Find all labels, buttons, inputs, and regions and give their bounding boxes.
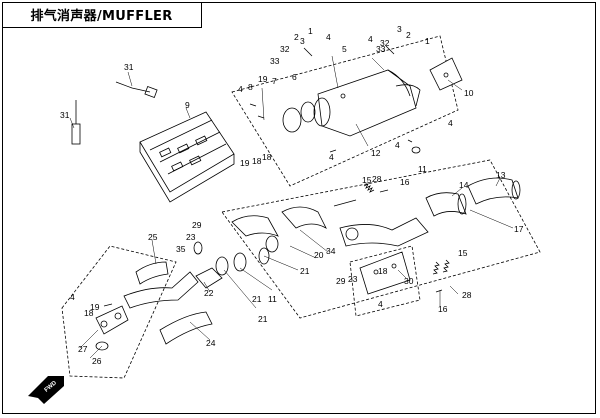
callout-12: 12	[371, 148, 381, 158]
callout-24: 24	[206, 338, 216, 348]
callout-2: 2	[294, 32, 299, 42]
callout-18: 18	[84, 308, 94, 318]
callout-4: 4	[329, 152, 334, 162]
callout-labels: 1 1 2 2 3 3 4 4 4 4 4 4 4 4 5 6 7 8 9 10…	[60, 24, 524, 366]
pipe-gasket	[215, 256, 229, 276]
callout-27: 27	[78, 344, 88, 354]
callout-15: 15	[362, 175, 372, 185]
callout-15: 15	[458, 248, 468, 258]
heat-shield	[139, 111, 235, 203]
grommet	[411, 146, 421, 154]
callout-3: 3	[300, 36, 305, 46]
callout-33: 33	[270, 56, 280, 66]
callout-23: 23	[186, 232, 196, 242]
callout-30: 30	[404, 276, 414, 286]
callout-7: 7	[272, 76, 277, 86]
collector-pipe	[333, 199, 429, 247]
callout-4: 4	[395, 140, 400, 150]
callout-10: 10	[464, 88, 474, 98]
header-flange	[95, 305, 129, 351]
callout-29: 29	[192, 220, 202, 230]
callout-4: 4	[238, 84, 243, 94]
header-pipes	[123, 261, 223, 345]
callout-31: 31	[60, 110, 70, 120]
pipe-gasket	[258, 247, 270, 265]
header-group-outline	[61, 245, 177, 379]
callout-8: 8	[248, 82, 253, 92]
callout-29: 29	[336, 276, 346, 286]
callout-26: 26	[92, 356, 102, 366]
bracket-plate	[359, 251, 411, 295]
callout-3: 3	[397, 24, 402, 34]
callout-19: 19	[90, 302, 100, 312]
callout-32: 32	[380, 38, 390, 48]
callout-1: 1	[425, 36, 430, 46]
muffler-body	[313, 69, 421, 137]
callout-23: 23	[348, 274, 358, 284]
callout-18: 18	[378, 266, 388, 276]
callout-5: 5	[342, 44, 347, 54]
callout-18: 18	[262, 152, 272, 162]
callout-17: 17	[514, 224, 524, 234]
callout-6: 6	[292, 72, 297, 82]
callout-4: 4	[326, 32, 331, 42]
callout-16: 16	[400, 177, 410, 187]
pipe-gasket	[233, 252, 247, 272]
callout-14: 14	[459, 180, 469, 190]
diagram-title: 排气消声器/MUFFLER	[30, 9, 173, 24]
callout-4: 4	[448, 118, 453, 128]
muffler-group-outline	[231, 35, 459, 187]
callout-4: 4	[70, 292, 75, 302]
pipe-group-outline	[221, 159, 541, 319]
middle-pipes	[425, 177, 521, 217]
gasket-ring	[282, 107, 302, 133]
callout-11: 11	[268, 294, 277, 304]
spring	[432, 261, 440, 275]
callout-31: 31	[124, 62, 134, 72]
callout-1: 1	[308, 26, 313, 36]
leader-lines	[69, 55, 514, 359]
callout-18: 18	[252, 156, 262, 166]
callout-9: 9	[185, 100, 190, 110]
callout-28: 28	[462, 290, 472, 300]
bolts	[103, 45, 443, 307]
callout-33: 33	[376, 44, 386, 54]
title-box: 排气消声器/MUFFLER	[2, 2, 202, 28]
callout-32: 32	[280, 44, 290, 54]
flange-gasket	[300, 101, 316, 123]
spring	[363, 183, 375, 193]
oxygen-sensor	[71, 81, 158, 145]
front-pipe	[231, 206, 327, 253]
muffler-bracket	[429, 57, 463, 91]
callout-13: 13	[496, 170, 506, 180]
callout-21: 21	[258, 314, 268, 324]
forward-arrow: FWD	[28, 376, 64, 404]
callout-20: 20	[314, 250, 324, 260]
callout-34: 34	[326, 246, 336, 256]
spring	[442, 259, 450, 273]
callout-2: 2	[406, 30, 411, 40]
diagram-frame	[2, 2, 596, 414]
pipe-gasket	[193, 241, 203, 255]
callout-28: 28	[372, 174, 382, 184]
callout-35: 35	[176, 244, 186, 254]
callout-16: 16	[438, 304, 448, 314]
callout-4: 4	[368, 34, 373, 44]
bracket-group-outline	[349, 245, 421, 317]
callout-25: 25	[148, 232, 158, 242]
callout-11: 11	[418, 164, 427, 174]
callout-21: 21	[252, 294, 262, 304]
callout-19: 19	[258, 74, 268, 84]
callout-4: 4	[378, 299, 383, 309]
callout-22: 22	[204, 288, 214, 298]
callout-21: 21	[300, 266, 310, 276]
callout-19: 19	[240, 158, 250, 168]
